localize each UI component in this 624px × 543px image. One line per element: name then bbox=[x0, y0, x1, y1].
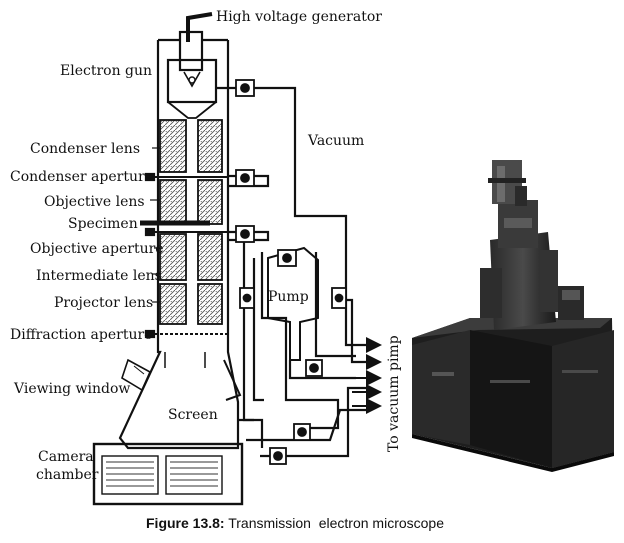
label-condenser-aperture: Condenser aperture bbox=[10, 169, 153, 185]
label-screen: Screen bbox=[168, 407, 218, 423]
vacuum-line-lower bbox=[288, 360, 356, 380]
electron-gun-chamber bbox=[166, 58, 218, 104]
label-condenser-lens: Condenser lens bbox=[30, 141, 140, 157]
valve-icons bbox=[235, 79, 347, 465]
pump-body bbox=[267, 246, 319, 361]
caption-prefix: Figure 13.8: bbox=[146, 515, 225, 531]
label-objective-aperture: Objective aperture bbox=[30, 241, 164, 257]
figure-caption: Figure 13.8: Transmission electron micro… bbox=[146, 515, 444, 531]
caption-text: Transmission electron microscope bbox=[225, 515, 445, 531]
tem-schematic bbox=[92, 12, 382, 506]
label-vacuum: Vacuum bbox=[307, 133, 364, 149]
camera-chamber-box bbox=[92, 442, 244, 506]
objective-lens-right bbox=[197, 179, 223, 225]
label-camera: Camera bbox=[38, 449, 94, 465]
label-specimen: Specimen bbox=[68, 216, 138, 232]
label-pump: Pump bbox=[268, 289, 309, 305]
intermediate-lens-left bbox=[159, 233, 187, 281]
condenser-lens-right bbox=[197, 119, 223, 173]
label-high-voltage-generator: High voltage generator bbox=[216, 9, 382, 25]
microscope-photo bbox=[412, 160, 614, 472]
projector-lens-right bbox=[197, 283, 223, 325]
label-diffraction-aperture: Diffraction aperture bbox=[10, 327, 152, 343]
condenser-lens-left bbox=[159, 119, 187, 173]
screen-chamber bbox=[118, 340, 240, 450]
label-to-vacuum-pump: To vacuum pimp bbox=[386, 335, 402, 452]
vacuum-line-pump bbox=[260, 252, 340, 430]
label-viewing-window: Viewing window bbox=[13, 381, 130, 397]
label-projector-lens: Projector lens bbox=[54, 295, 153, 311]
label-intermediate-lens: Intermediate lens bbox=[36, 268, 162, 284]
electron-gun-housing bbox=[178, 30, 204, 72]
objective-lens-left bbox=[159, 179, 187, 225]
hv-cable bbox=[186, 12, 213, 42]
label-objective-lens: Objective lens bbox=[44, 194, 145, 210]
label-chamber: chamber bbox=[36, 467, 99, 483]
screen-plate bbox=[223, 359, 242, 401]
label-electron-gun: Electron gun bbox=[60, 63, 152, 79]
vacuum-line-inner bbox=[242, 240, 254, 422]
filament-icon bbox=[183, 71, 201, 88]
viewing-window-icon bbox=[121, 358, 152, 392]
intermediate-lens-right bbox=[197, 233, 223, 281]
projector-lens-left bbox=[159, 283, 187, 325]
